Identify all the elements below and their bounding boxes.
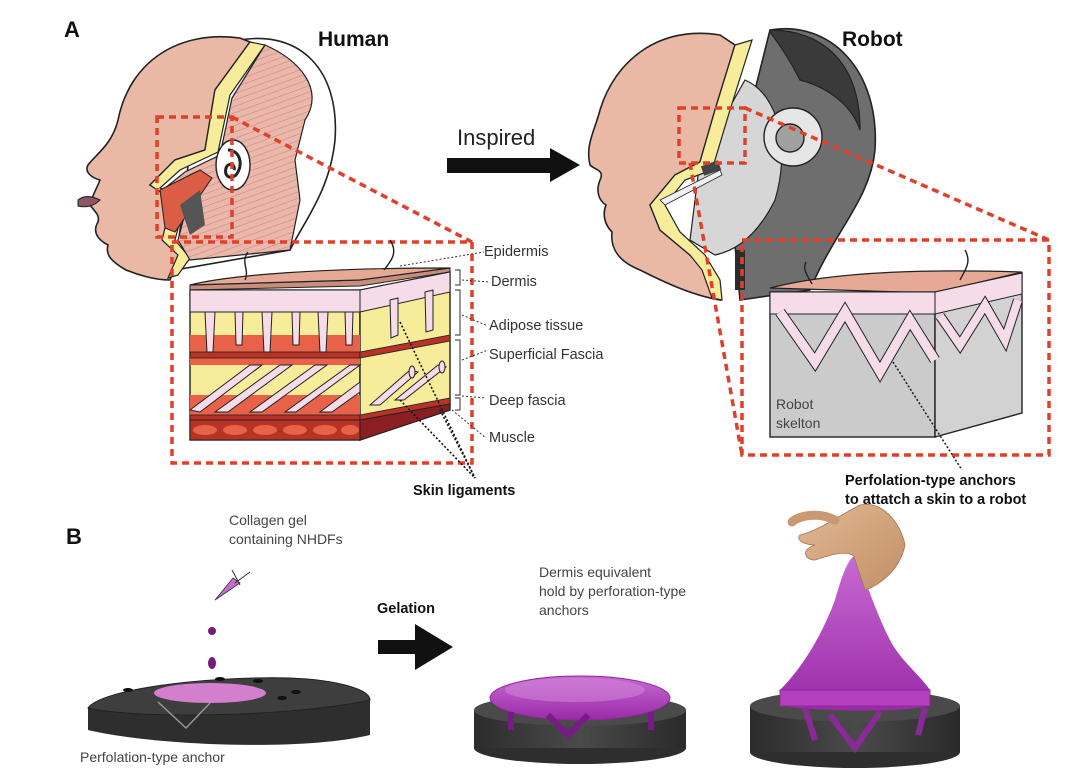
collagen-gel-label: Collagen gel containing NHDFs xyxy=(229,512,343,547)
human-head-illustration xyxy=(77,36,473,281)
layer-label-adipose-tissue: Adipose tissue xyxy=(489,318,584,334)
layer-label-dermis: Dermis xyxy=(491,274,537,290)
dish-with-gel-drop xyxy=(87,569,371,745)
robot-title: Robot xyxy=(842,28,903,51)
human-title: Human xyxy=(318,28,390,51)
dish-with-dermis-equivalent xyxy=(474,675,686,764)
robot-head-illustration xyxy=(587,27,1050,456)
layer-label-epidermis: Epidermis xyxy=(484,244,549,260)
skin-ligaments-label: Skin ligaments xyxy=(413,483,516,499)
panel-b-letter: B xyxy=(66,524,82,549)
gelation-arrow xyxy=(378,624,453,670)
dermis-equivalent-label: Dermis equivalent hold by perforation-ty… xyxy=(539,564,687,618)
panel-a-letter: A xyxy=(64,17,80,42)
inspired-arrow xyxy=(447,148,580,182)
robot-skin-cross-section xyxy=(740,238,1051,471)
dish-with-stretched-dermis xyxy=(750,503,960,768)
layer-label-superficial-fascia: Superficial Fascia xyxy=(489,347,604,363)
gelation-label: Gelation xyxy=(377,601,436,617)
human-skin-cross-section xyxy=(170,239,491,479)
layer-label-muscle: Muscle xyxy=(489,430,535,446)
perfolation-anchors-callout: Perfolation-type anchors to attatch a sk… xyxy=(845,473,1027,508)
perfolation-anchor-label: Perfolation-type anchor xyxy=(80,749,225,765)
robot-skeleton-label: Robot skelton xyxy=(776,396,821,431)
layer-label-deep-fascia: Deep fascia xyxy=(489,393,566,409)
inspired-label: Inspired xyxy=(457,125,536,150)
